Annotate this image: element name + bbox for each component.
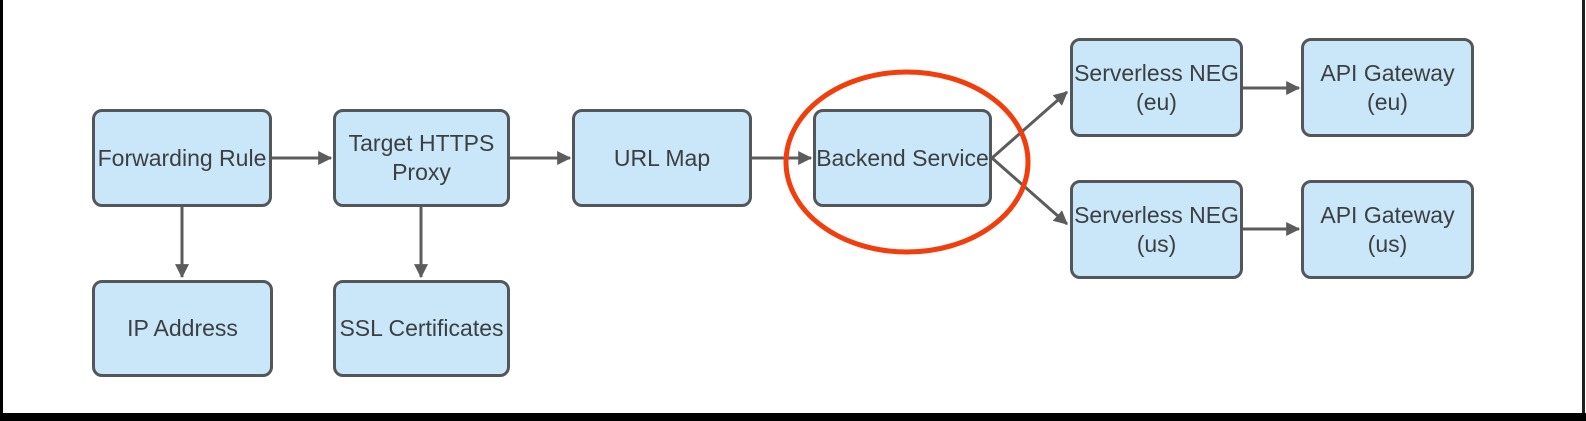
node-label: Forwarding Rule bbox=[97, 144, 267, 171]
right-border-line bbox=[1582, 0, 1585, 421]
node-label: IP Address bbox=[127, 315, 238, 341]
node-label: URL Map bbox=[613, 144, 711, 171]
node-label: Backend Service bbox=[816, 144, 989, 171]
node-label: Serverless NEG (eu) bbox=[1074, 59, 1239, 115]
highlight-ellipse bbox=[783, 69, 1031, 255]
edge-backend-service-to-serverless-neg-eu bbox=[991, 90, 1068, 160]
node-target-https-proxy: Target HTTPS Proxy bbox=[333, 109, 510, 207]
node-label: API Gateway (us) bbox=[1320, 201, 1455, 257]
node-url-map: URL Map bbox=[572, 109, 752, 207]
node-label: API Gateway (eu) bbox=[1320, 59, 1455, 115]
bottom-border-bar bbox=[0, 413, 1586, 421]
node-ssl-certificates: SSL Certificates bbox=[333, 280, 510, 377]
node-serverless-neg-eu: Serverless NEG (eu) bbox=[1070, 38, 1243, 137]
edge-backend-service-to-serverless-neg-us bbox=[991, 156, 1068, 226]
left-border-line bbox=[0, 0, 3, 421]
node-label: Serverless NEG (us) bbox=[1074, 201, 1239, 257]
node-api-gateway-eu: API Gateway (eu) bbox=[1301, 38, 1474, 137]
node-serverless-neg-us: Serverless NEG (us) bbox=[1070, 180, 1243, 279]
node-label: Target HTTPS Proxy bbox=[348, 130, 495, 185]
node-backend-service: Backend Service bbox=[813, 109, 992, 207]
node-api-gateway-us: API Gateway (us) bbox=[1301, 180, 1474, 279]
node-ip-address: IP Address bbox=[92, 280, 273, 377]
node-forwarding-rule: Forwarding Rule bbox=[92, 109, 272, 207]
node-label: SSL Certificates bbox=[339, 315, 504, 341]
